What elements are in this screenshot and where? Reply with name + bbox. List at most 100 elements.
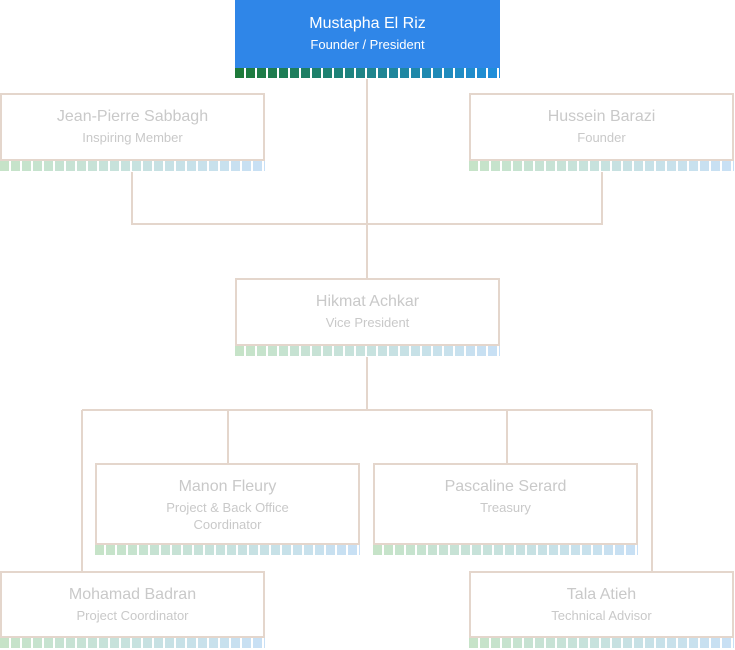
- color-bar: [0, 638, 265, 648]
- bar-segment: [172, 545, 181, 555]
- bar-segment: [488, 68, 497, 78]
- node-mohamad[interactable]: Mohamad Badran Project Coordinator: [0, 571, 265, 648]
- bar-segment: [634, 161, 643, 171]
- bar-segment: [187, 161, 196, 171]
- bar-segment: [367, 68, 376, 78]
- bar-segment: [88, 638, 97, 648]
- bar-segment: [235, 346, 244, 356]
- bar-segment: [400, 68, 409, 78]
- node-jean-pierre[interactable]: Jean-Pierre Sabbagh Inspiring Member: [0, 93, 265, 171]
- color-bar: [469, 638, 734, 648]
- bar-segment: [235, 68, 244, 78]
- bar-segment: [282, 545, 291, 555]
- bar-segment: [77, 638, 86, 648]
- node-role: Vice President: [325, 315, 410, 330]
- bar-segment: [477, 346, 486, 356]
- bar-segment: [356, 346, 365, 356]
- bar-segment: [477, 68, 486, 78]
- bar-segment: [359, 545, 360, 555]
- bar-segment: [326, 545, 335, 555]
- bar-segment: [356, 68, 365, 78]
- bar-segment: [494, 545, 503, 555]
- bar-segment: [557, 638, 566, 648]
- bar-segment: [505, 545, 514, 555]
- bar-segment: [499, 346, 500, 356]
- bar-segment: [378, 346, 387, 356]
- bar-segment: [183, 545, 192, 555]
- bar-segment: [290, 346, 299, 356]
- bar-segment: [491, 638, 500, 648]
- bar-segment: [268, 68, 277, 78]
- bar-segment: [450, 545, 459, 555]
- bar-segment: [334, 68, 343, 78]
- bar-segment: [209, 161, 218, 171]
- bar-segment: [428, 545, 437, 555]
- bar-segment: [502, 638, 511, 648]
- bar-segment: [253, 161, 262, 171]
- node-role: Founder: [577, 130, 626, 145]
- bar-segment: [516, 545, 525, 555]
- bar-segment: [198, 161, 207, 171]
- bar-segment: [637, 545, 638, 555]
- bar-segment: [656, 161, 665, 171]
- bar-segment: [466, 68, 475, 78]
- bar-segment: [395, 545, 404, 555]
- bar-segment: [568, 161, 577, 171]
- bar-segment: [304, 545, 313, 555]
- node-manon[interactable]: Manon Fleury Project & Back Office Coord…: [95, 463, 360, 555]
- node-mustapha[interactable]: Mustapha El Riz Founder / President: [235, 0, 500, 78]
- bar-segment: [249, 545, 258, 555]
- bar-segment: [411, 346, 420, 356]
- node-role: Inspiring Member: [82, 130, 183, 145]
- node-hikmat[interactable]: Hikmat Achkar Vice President: [235, 278, 500, 356]
- bar-segment: [77, 161, 86, 171]
- bar-segment: [389, 346, 398, 356]
- bar-segment: [139, 545, 148, 555]
- bar-segment: [488, 346, 497, 356]
- color-bar: [235, 346, 500, 356]
- bar-segment: [593, 545, 602, 555]
- node-hussein[interactable]: Hussein Barazi Founder: [469, 93, 734, 171]
- bar-segment: [623, 638, 632, 648]
- color-bar: [0, 161, 265, 171]
- node-name: Mohamad Badran: [68, 586, 197, 603]
- bar-segment: [55, 638, 64, 648]
- bar-segment: [711, 161, 720, 171]
- bar-segment: [334, 346, 343, 356]
- bar-segment: [400, 346, 409, 356]
- bar-segment: [194, 545, 203, 555]
- bar-segment: [579, 161, 588, 171]
- bar-segment: [128, 545, 137, 555]
- bar-segment: [472, 545, 481, 555]
- bar-segment: [546, 161, 555, 171]
- bar-segment: [568, 638, 577, 648]
- bar-segment: [66, 638, 75, 648]
- bar-segment: [499, 68, 500, 78]
- bar-segment: [110, 161, 119, 171]
- bar-segment: [345, 68, 354, 78]
- bar-segment: [242, 161, 251, 171]
- bar-segment: [11, 638, 20, 648]
- node-pascaline[interactable]: Pascaline Serard Treasury: [373, 463, 638, 555]
- bar-segment: [301, 346, 310, 356]
- bar-segment: [483, 545, 492, 555]
- node-role: Treasury: [480, 500, 531, 515]
- bar-segment: [417, 545, 426, 555]
- bar-segment: [95, 545, 104, 555]
- bar-segment: [290, 68, 299, 78]
- bar-segment: [455, 68, 464, 78]
- bar-segment: [117, 545, 126, 555]
- bar-segment: [22, 161, 31, 171]
- node-tala[interactable]: Tala Atieh Technical Advisor: [469, 571, 734, 648]
- bar-segment: [590, 161, 599, 171]
- bar-segment: [121, 161, 130, 171]
- bar-segment: [257, 68, 266, 78]
- bar-segment: [634, 638, 643, 648]
- node-name: Hussein Barazi: [547, 108, 656, 125]
- bar-segment: [480, 161, 489, 171]
- bar-segment: [502, 161, 511, 171]
- bar-segment: [645, 638, 654, 648]
- bar-segment: [176, 638, 185, 648]
